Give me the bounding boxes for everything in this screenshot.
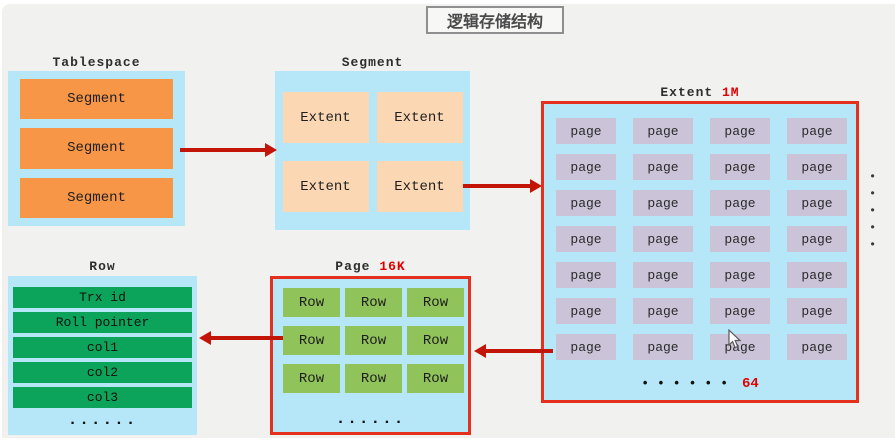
segment-block: Segment bbox=[20, 79, 173, 120]
page-block: page bbox=[556, 154, 616, 180]
page-block: page bbox=[710, 118, 770, 144]
row-field: col1 bbox=[13, 337, 192, 358]
page-block: page bbox=[633, 154, 693, 180]
page-block: page bbox=[787, 298, 847, 324]
page-block: page bbox=[787, 190, 847, 216]
ellipsis-dot: • bbox=[869, 204, 877, 218]
row-box: Trx id Roll pointer col1 col2 col3 ...... bbox=[8, 276, 197, 435]
page-block: page bbox=[710, 226, 770, 252]
page-block: page bbox=[633, 334, 693, 360]
page-block: page bbox=[633, 226, 693, 252]
page-block: page bbox=[787, 118, 847, 144]
row-field: Trx id bbox=[13, 287, 192, 308]
extent-block: Extent bbox=[376, 161, 463, 212]
page-block: page bbox=[633, 262, 693, 288]
extent-block: Extent bbox=[282, 92, 369, 143]
arrow-segment-to-extent bbox=[463, 184, 531, 188]
extent-label: Extent 1M bbox=[541, 85, 859, 101]
row-block: Row bbox=[407, 364, 464, 393]
row-label: Row bbox=[89, 259, 116, 274]
row-field-list: Trx id Roll pointer col1 col2 col3 bbox=[8, 276, 197, 419]
ellipsis-dot: • bbox=[869, 170, 877, 184]
page-label-text: Page bbox=[335, 259, 371, 274]
page-block: page bbox=[710, 190, 770, 216]
page-block: page bbox=[787, 334, 847, 360]
ellipsis-dot: • bbox=[869, 187, 877, 201]
row-block: Row bbox=[345, 288, 402, 317]
extent-block: Extent bbox=[282, 161, 369, 212]
page-block: page bbox=[787, 226, 847, 252]
page-size-label: 16K bbox=[379, 259, 406, 274]
row-field: Roll pointer bbox=[13, 312, 192, 333]
row-block: Row bbox=[345, 364, 402, 393]
page-block: page bbox=[633, 118, 693, 144]
row-block: Row bbox=[283, 288, 340, 317]
arrow-extent-to-page bbox=[485, 349, 553, 353]
extent-label-text: Extent bbox=[660, 85, 714, 100]
row-block: Row bbox=[407, 288, 464, 317]
page-ellipsis: ...... bbox=[335, 410, 406, 428]
page-block: page bbox=[556, 118, 616, 144]
row-block: Row bbox=[345, 326, 402, 355]
diagram-title-text: 逻辑存储结构 bbox=[446, 14, 543, 31]
extent-size-label: 1M bbox=[722, 85, 740, 100]
page-block: page bbox=[710, 298, 770, 324]
page-block: page bbox=[710, 334, 770, 360]
page-block: page bbox=[556, 226, 616, 252]
extent-total-count: 64 bbox=[742, 376, 759, 392]
arrow-tablespace-to-segment bbox=[180, 148, 266, 152]
mouse-cursor-icon bbox=[728, 329, 742, 349]
page-block: page bbox=[710, 262, 770, 288]
row-field: col3 bbox=[13, 387, 192, 408]
row-block: Row bbox=[283, 326, 340, 355]
page-label: Page 16K bbox=[270, 259, 471, 275]
extent-box: page page page page page page page page page page… bbox=[541, 101, 859, 403]
page-grid: page page page page page page page page page page… bbox=[556, 118, 847, 360]
page-block: page bbox=[787, 262, 847, 288]
extent-ellipsis: •••••• bbox=[641, 376, 736, 391]
extent-more-rows-ellipsis: • • • • • bbox=[869, 170, 877, 252]
page-block: page bbox=[633, 298, 693, 324]
segment-block: Segment bbox=[20, 177, 173, 218]
page-block: page bbox=[710, 154, 770, 180]
segment-label: Segment bbox=[341, 55, 404, 70]
arrow-page-to-row bbox=[210, 336, 283, 340]
ellipsis-dot: • bbox=[869, 238, 877, 252]
row-block: Row bbox=[283, 364, 340, 393]
row-block: Row bbox=[407, 326, 464, 355]
row-field: col2 bbox=[13, 362, 192, 383]
page-block: page bbox=[556, 334, 616, 360]
row-ellipsis: ...... bbox=[67, 411, 138, 429]
extent-block: Extent bbox=[376, 92, 463, 143]
page-block: page bbox=[633, 190, 693, 216]
page-block: page bbox=[556, 262, 616, 288]
diagram-title: 逻辑存储结构 bbox=[426, 6, 564, 34]
segment-block: Segment bbox=[20, 128, 173, 169]
extent-footer: •••••• 64 bbox=[544, 376, 856, 392]
page-block: page bbox=[556, 190, 616, 216]
page-block: page bbox=[787, 154, 847, 180]
tablespace-label: Tablespace bbox=[52, 55, 141, 70]
ellipsis-dot: • bbox=[869, 221, 877, 235]
page-block: page bbox=[556, 298, 616, 324]
